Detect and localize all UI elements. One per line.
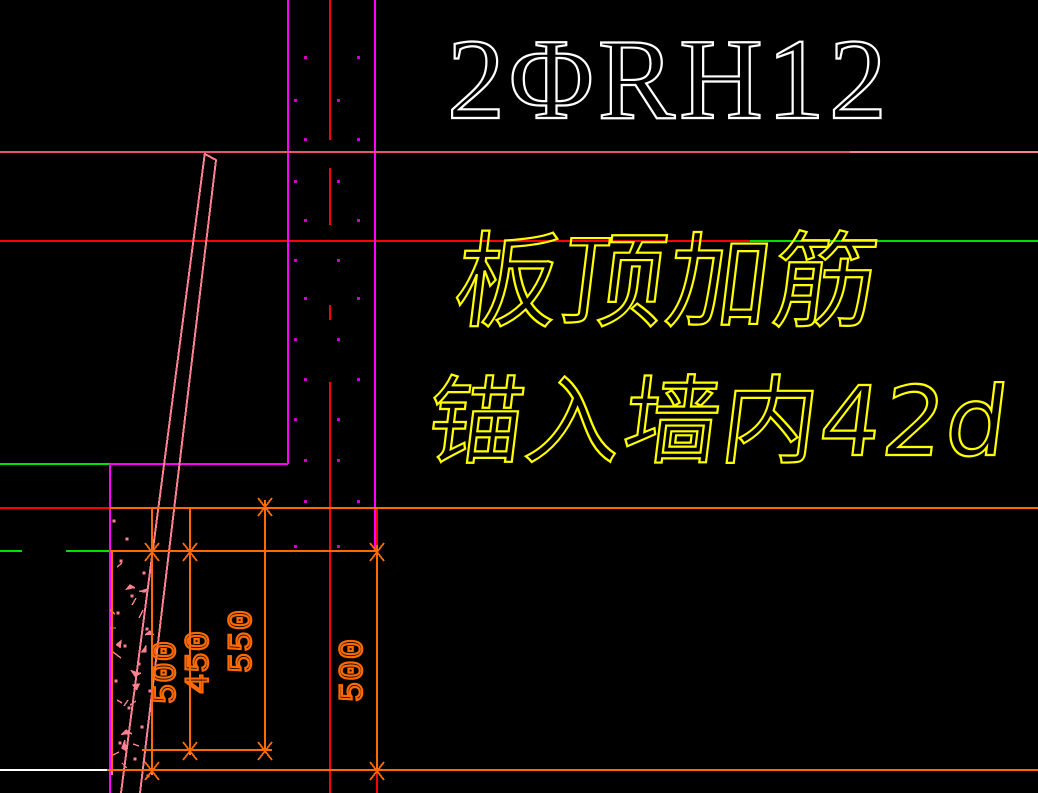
rebar-dot (337, 259, 340, 262)
dimension-value: 550 (224, 609, 262, 673)
rebar-dot (337, 459, 340, 462)
dimension-value: 500 (148, 640, 186, 704)
rebar-dot (337, 338, 340, 341)
dim-tick (144, 542, 160, 562)
rebar-dot (337, 418, 340, 421)
rebar-dot (294, 180, 297, 183)
rebar-dot (337, 180, 340, 183)
dim-tick (144, 761, 160, 781)
dim-tick (369, 761, 385, 781)
dimension-text-group: 500 450 550 500 (147, 608, 374, 705)
rebar-dot (304, 56, 307, 59)
rebar-dot (294, 418, 297, 421)
rebar-dot (357, 56, 360, 59)
dim-tick (257, 497, 273, 517)
rebar-dot (294, 338, 297, 341)
rebar-dot (294, 99, 297, 102)
rebar-dot (357, 138, 360, 141)
rebar-dot (304, 500, 307, 503)
dimension-value: 500 (335, 638, 373, 702)
rebar-dot (294, 259, 297, 262)
dimension-ticks (144, 497, 385, 781)
dim-tick (182, 741, 198, 761)
rebar-dot (304, 219, 307, 222)
rebar-dot (294, 545, 297, 548)
note-text-line-2: 锚入墙内42d (421, 366, 1016, 478)
rebar-dot (357, 297, 360, 300)
rebar-dot (337, 99, 340, 102)
rebar-bar-lower (139, 153, 218, 793)
column-rebar-dots (294, 56, 360, 548)
rebar-dot (337, 545, 340, 548)
rebar-dot (304, 138, 307, 141)
rebar-dot (357, 378, 360, 381)
dim-tick (369, 542, 385, 562)
rebar-dot (304, 378, 307, 381)
concrete-hatch (109, 519, 155, 778)
rebar-dot (357, 219, 360, 222)
rebar-dot (304, 297, 307, 300)
rebar-dot (357, 500, 360, 503)
rebar-callout-text: 2ΦRH12 (447, 16, 891, 144)
dimension-value: 450 (181, 630, 219, 694)
rebar-dot (304, 459, 307, 462)
dim-tick (257, 741, 273, 761)
note-text-line-1: 板顶加筋 (448, 221, 887, 343)
dim-tick (182, 542, 198, 562)
